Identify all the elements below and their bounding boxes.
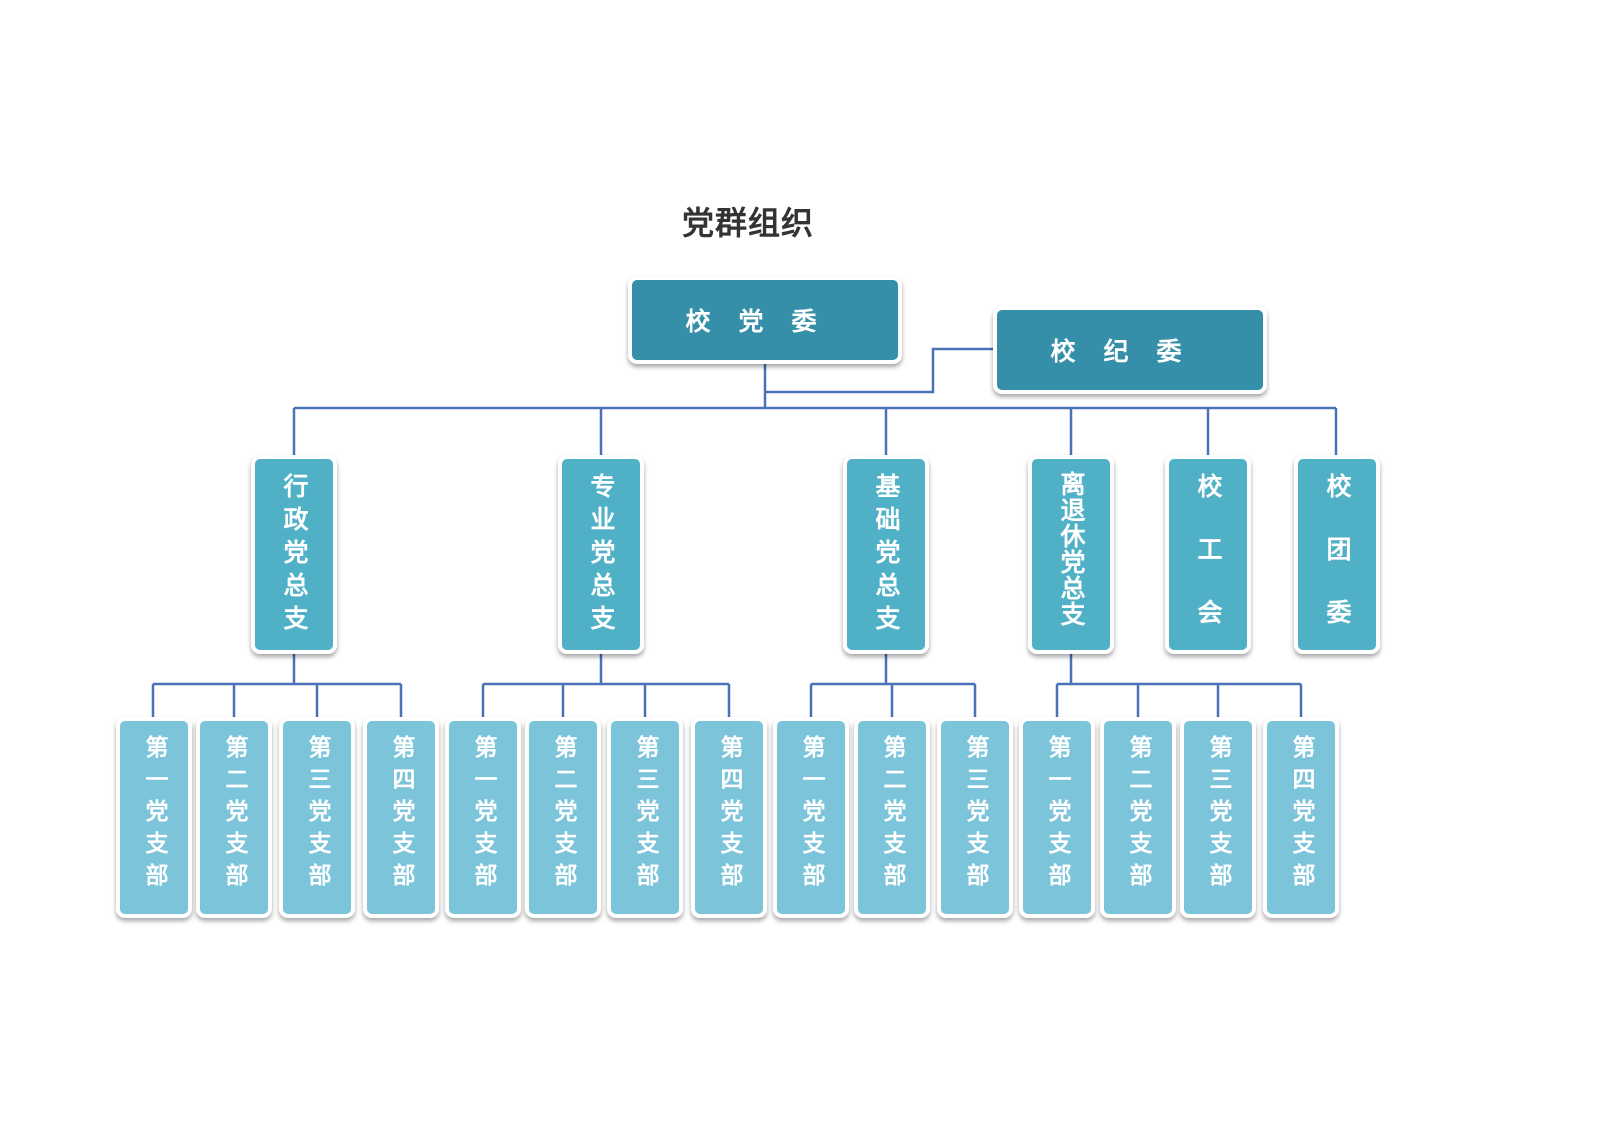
sub-branch-label: 第二党支部: [550, 735, 576, 895]
sub-branch-box: 第二党支部: [854, 717, 930, 918]
sub-branch-label: 第一党支部: [1044, 735, 1070, 895]
branch-box-youth-league: 校团委: [1294, 455, 1380, 662]
connector-discipline: [765, 347, 993, 394]
branch-label-foundation: 基础党总支: [872, 473, 901, 638]
branch-box-professional: 专业党总支: [558, 455, 644, 654]
branch-label-retired: 离退休党总支: [1057, 471, 1086, 627]
sub-branch-box: 第三党支部: [279, 717, 355, 918]
sub-branch-box: 第三党支部: [937, 717, 1013, 918]
page-title: 党群组织: [681, 204, 814, 242]
sub-branch-box: 第一党支部: [116, 717, 192, 918]
branch-label-youth-league: 校团委: [1323, 473, 1352, 662]
sub-branch-box: 第四党支部: [1263, 717, 1339, 918]
branch-box-foundation: 基础党总支: [843, 455, 929, 654]
sub-branch-label: 第二党支部: [879, 735, 905, 895]
sub-branch-label: 第一党支部: [470, 735, 496, 895]
sub-branch-box: 第一党支部: [1019, 717, 1095, 918]
branch-label-admin: 行政党总支: [280, 473, 309, 638]
branch-label-union: 校工会: [1194, 473, 1223, 662]
sub-branch-label: 第二党支部: [1125, 735, 1151, 895]
sub-branch-label: 第四党支部: [716, 735, 742, 895]
party-committee-box: 校党委: [628, 276, 902, 364]
sub-branch-label: 第三党支部: [632, 735, 658, 895]
discipline-committee-box: 校纪委: [993, 306, 1267, 394]
sub-branch-box: 第四党支部: [363, 717, 439, 918]
sub-branch-label: 第一党支部: [141, 735, 167, 895]
sub-branch-box: 第二党支部: [196, 717, 272, 918]
sub-branch-label: 第三党支部: [962, 735, 988, 895]
branch-label-professional: 专业党总支: [587, 473, 616, 638]
sub-branch-box: 第一党支部: [773, 717, 849, 918]
sub-branch-label: 第一党支部: [798, 735, 824, 895]
sub-branch-label: 第二党支部: [221, 735, 247, 895]
branch-box-union: 校工会: [1165, 455, 1251, 662]
sub-branch-box: 第三党支部: [1180, 717, 1256, 918]
branch-box-retired: 离退休党总支: [1028, 455, 1114, 654]
sub-branch-box: 第四党支部: [691, 717, 767, 918]
sub-branch-label: 第四党支部: [388, 735, 414, 895]
sub-branch-box: 第三党支部: [607, 717, 683, 918]
discipline-committee-label: 校纪委: [1050, 337, 1210, 366]
sub-branch-box: 第二党支部: [1100, 717, 1176, 918]
party-committee-label: 校党委: [685, 307, 845, 336]
sub-branch-label: 第三党支部: [1205, 735, 1231, 895]
branch-box-admin: 行政党总支: [251, 455, 337, 654]
sub-branch-label: 第四党支部: [1288, 735, 1314, 895]
sub-branch-box: 第二党支部: [525, 717, 601, 918]
sub-branch-label: 第三党支部: [304, 735, 330, 895]
sub-branch-box: 第一党支部: [445, 717, 521, 918]
